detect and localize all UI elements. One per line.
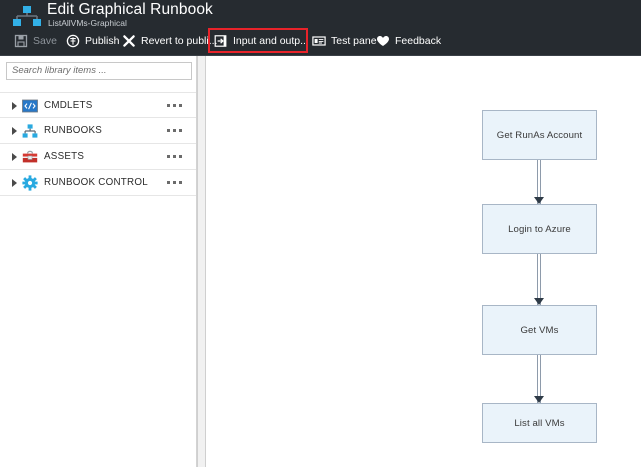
- search-field-wrapper: [6, 60, 192, 80]
- runbook-control-gear-icon: [22, 175, 38, 191]
- input-and-output-label: Input and outp...: [233, 35, 309, 47]
- sidebar-splitter[interactable]: [197, 56, 206, 467]
- runbook-canvas[interactable]: Get RunAs Account Login to Azure Get VMs…: [207, 56, 641, 467]
- library-items-list: CMDLETS RUNBOOKS: [0, 92, 197, 196]
- input-output-icon: [214, 34, 228, 48]
- feedback-heart-icon: [376, 34, 390, 48]
- connector-arrow: [534, 254, 544, 305]
- more-options-icon[interactable]: [167, 129, 183, 133]
- save-floppy-icon: [14, 34, 28, 48]
- node-label: Login to Azure: [508, 223, 571, 235]
- test-pane-button[interactable]: Test pane: [312, 28, 377, 54]
- save-button[interactable]: Save: [14, 28, 57, 54]
- chevron-right-icon[interactable]: [12, 127, 17, 135]
- activity-node-get-runas-account[interactable]: Get RunAs Account: [482, 110, 597, 160]
- node-label: Get VMs: [520, 324, 559, 336]
- sidebar-item-assets[interactable]: ASSETS: [0, 144, 197, 170]
- sidebar-item-label: RUNBOOK CONTROL: [44, 177, 148, 188]
- library-sidebar: CMDLETS RUNBOOKS: [0, 56, 197, 467]
- input-and-output-button[interactable]: Input and outp...: [214, 28, 309, 54]
- assets-toolbox-icon: [22, 149, 38, 165]
- search-input[interactable]: [6, 61, 192, 80]
- activity-node-login-to-azure[interactable]: Login to Azure: [482, 204, 597, 254]
- revert-to-published-label: Revert to publi...: [141, 35, 218, 47]
- connector-arrow: [534, 160, 544, 204]
- feedback-button[interactable]: Feedback: [376, 28, 441, 54]
- publish-label: Publish: [85, 35, 120, 47]
- test-pane-icon: [312, 34, 326, 48]
- page-title: Edit Graphical Runbook: [47, 1, 213, 18]
- runbook-hierarchy-icon: [12, 6, 42, 26]
- cmdlets-code-icon: [22, 98, 38, 114]
- activity-node-get-vms[interactable]: Get VMs: [482, 305, 597, 355]
- runbooks-hierarchy-icon: [22, 123, 38, 139]
- more-options-icon[interactable]: [167, 181, 183, 185]
- chevron-right-icon[interactable]: [12, 153, 17, 161]
- more-options-icon[interactable]: [167, 155, 183, 159]
- sidebar-item-label: ASSETS: [44, 151, 85, 162]
- node-label: List all VMs: [514, 417, 565, 429]
- sidebar-item-label: CMDLETS: [44, 100, 93, 111]
- revert-x-icon: [122, 34, 136, 48]
- sidebar-item-runbook-control[interactable]: RUNBOOK CONTROL: [0, 170, 197, 196]
- page-subtitle: ListAllVMs-Graphical: [48, 18, 127, 28]
- activity-node-list-all-vms[interactable]: List all VMs: [482, 403, 597, 443]
- connector-arrow: [534, 355, 544, 403]
- publish-circle-icon: [66, 34, 80, 48]
- sidebar-item-cmdlets[interactable]: CMDLETS: [0, 92, 197, 118]
- node-label: Get RunAs Account: [496, 129, 583, 141]
- window-header: Edit Graphical Runbook ListAllVMs-Graphi…: [0, 0, 641, 56]
- chevron-right-icon[interactable]: [12, 102, 17, 110]
- sidebar-item-label: RUNBOOKS: [44, 125, 103, 136]
- feedback-label: Feedback: [395, 35, 442, 47]
- sidebar-item-runbooks[interactable]: RUNBOOKS: [0, 118, 197, 144]
- test-pane-label: Test pane: [331, 35, 377, 47]
- revert-to-published-button[interactable]: Revert to publi...: [122, 28, 217, 54]
- chevron-right-icon[interactable]: [12, 179, 17, 187]
- save-label: Save: [33, 35, 57, 47]
- more-options-icon[interactable]: [167, 104, 183, 108]
- toolbar: Save Publish Revert to publi...: [0, 28, 641, 54]
- publish-button[interactable]: Publish: [66, 28, 119, 54]
